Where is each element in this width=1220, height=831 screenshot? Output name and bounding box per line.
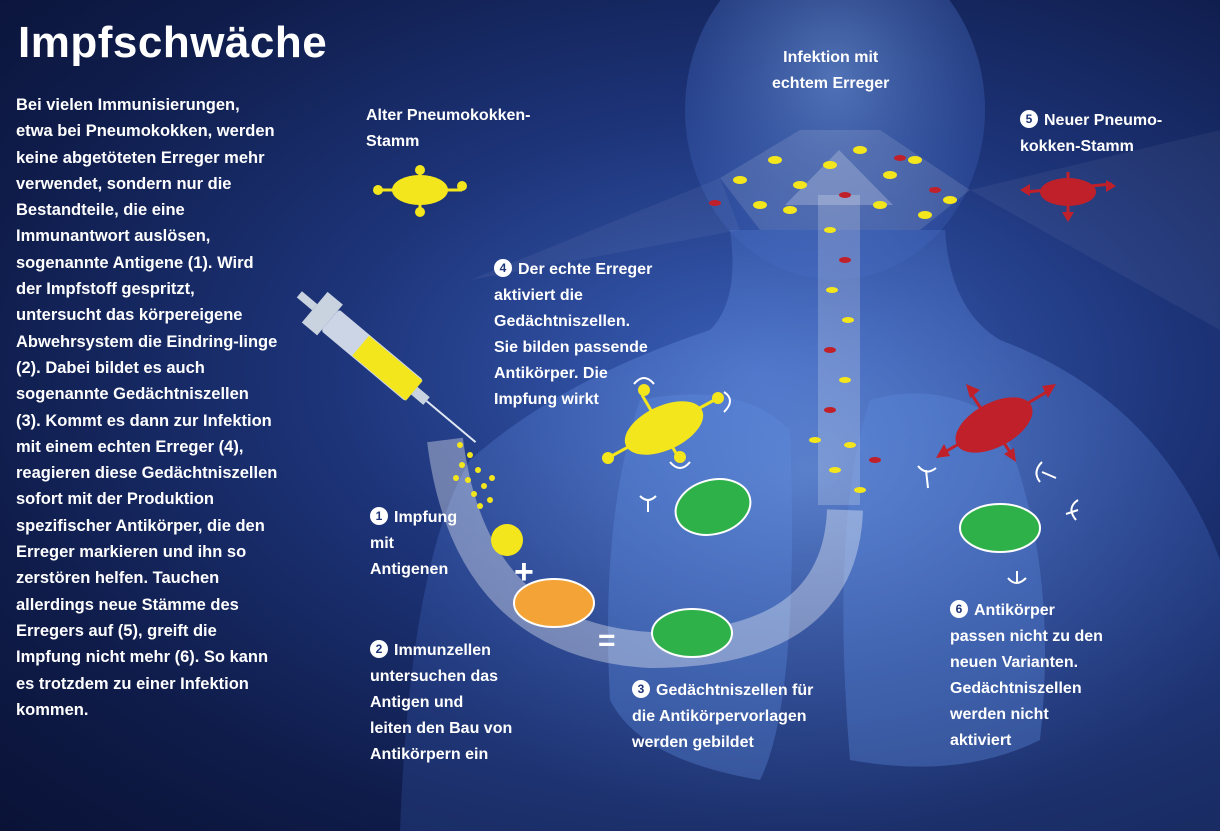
step-number-6: 6 <box>950 600 968 618</box>
infection-label: Infektion mit echtem Erreger <box>772 49 890 92</box>
immune-cell <box>513 578 595 628</box>
antibodies <box>639 461 1079 584</box>
process-arrow <box>427 437 863 669</box>
step-number-2: 2 <box>370 640 388 658</box>
infection-cone <box>470 130 1220 330</box>
step-number-1: 1 <box>370 507 388 525</box>
old-strain-label: Alter Pneumokokken- Stamm <box>366 107 531 150</box>
old-strain-icon <box>373 165 467 217</box>
equals-sign: = <box>598 624 616 657</box>
page-title: Impfschwäche <box>18 18 328 67</box>
body-silhouette <box>400 0 1220 831</box>
step-number-5: 5 <box>1020 110 1038 128</box>
intro-text: Bei vielen Immunisierungen, etwa bei Pne… <box>16 96 278 719</box>
step-number-3: 3 <box>632 680 650 698</box>
new-strain-icon <box>1020 172 1116 222</box>
memory-cell <box>959 503 1041 553</box>
step-number-4: 4 <box>494 259 512 277</box>
activated-antigen-cell <box>602 377 731 469</box>
pathogen-particles <box>709 146 957 493</box>
memory-cell <box>651 608 733 658</box>
memory-cell <box>674 478 752 536</box>
plus-sign: + <box>514 553 534 591</box>
antigen-dots <box>453 442 495 509</box>
new-strain-cell <box>936 384 1056 462</box>
syringe <box>296 291 477 443</box>
antigen-cell <box>491 524 523 556</box>
